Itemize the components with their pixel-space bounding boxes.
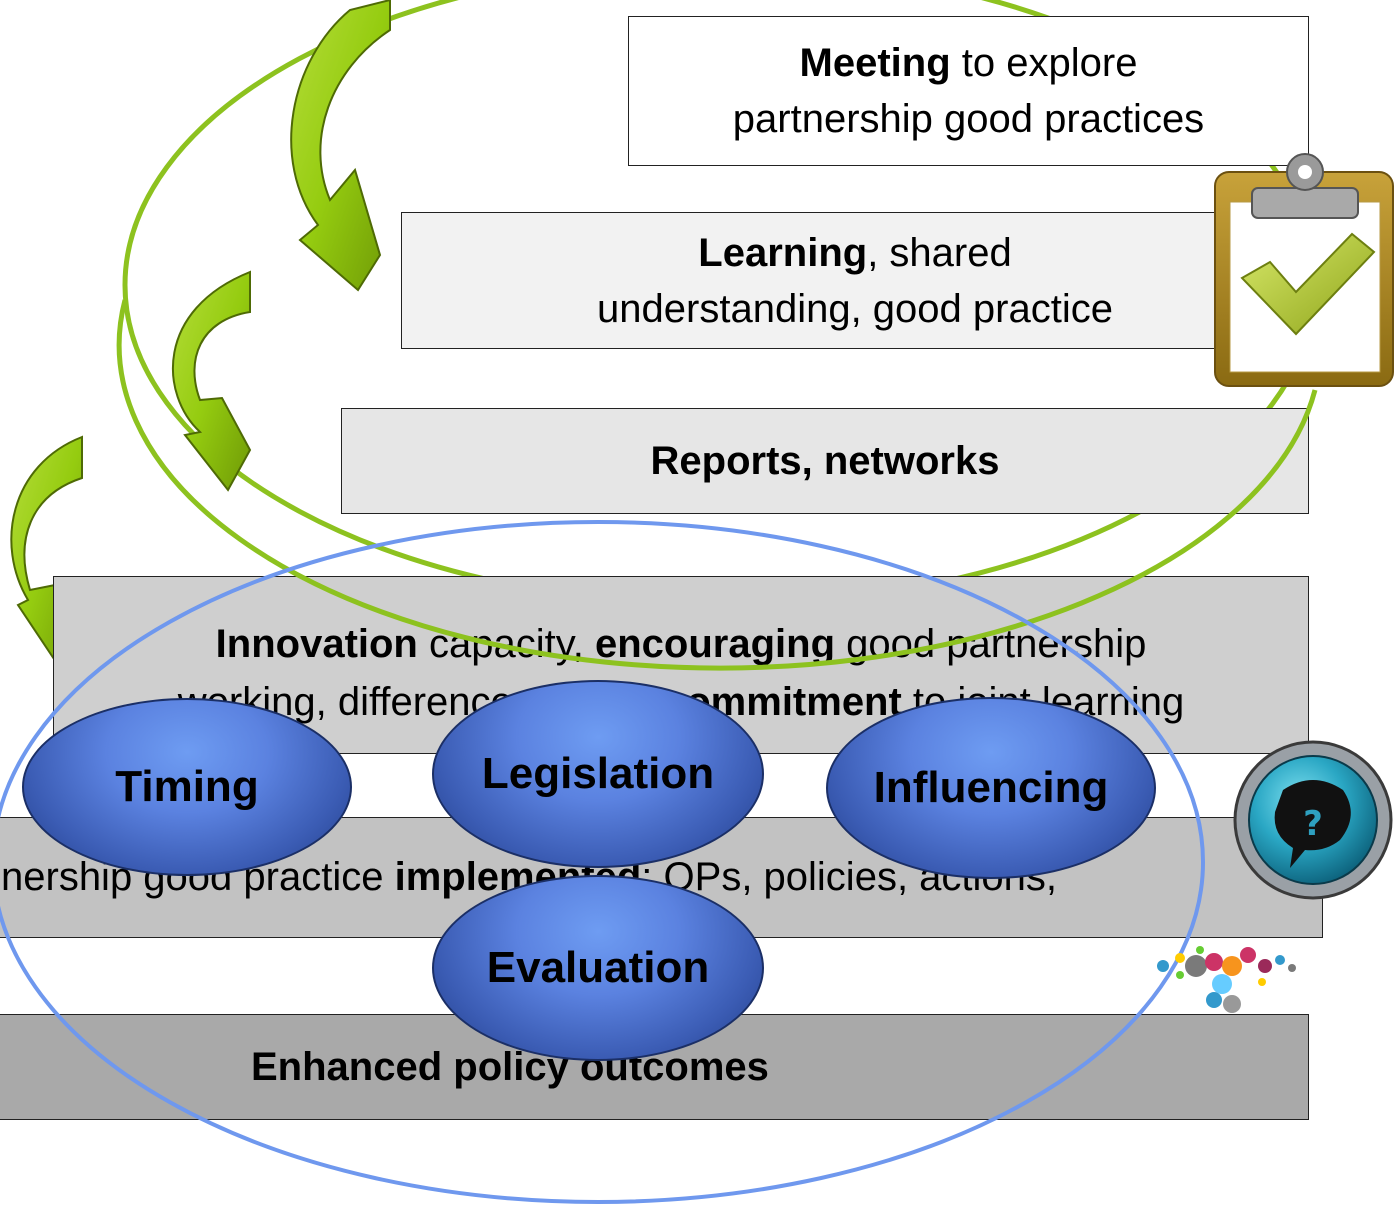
innovation-text-2: good partnership: [835, 622, 1147, 666]
learning-text: , shared: [867, 230, 1012, 275]
legislation-label: Legislation: [481, 749, 715, 798]
legislation-oval: Legislation: [432, 680, 764, 868]
learning-bold: Learning: [698, 230, 868, 275]
innovation-text: capacity,: [417, 622, 595, 666]
curved-arrow-icon: [172, 270, 252, 492]
reports-box: Reports, networks: [341, 408, 1309, 514]
innovation-bold: Innovation: [215, 622, 418, 666]
meeting-line2: partnership good practices: [732, 97, 1205, 141]
influencing-label: Influencing: [873, 763, 1109, 812]
encouraging-bold: encouraging: [594, 622, 836, 666]
evaluation-oval: Evaluation: [432, 875, 764, 1061]
reports-label: Reports, networks: [650, 438, 1000, 483]
evaluation-label: Evaluation: [486, 943, 710, 992]
timing-oval: Timing: [22, 698, 352, 876]
learning-box: Learning, shared understanding, good pra…: [401, 212, 1309, 349]
meeting-bold: Meeting: [799, 41, 951, 85]
timing-label: Timing: [115, 762, 259, 811]
curved-arrow-icon: [290, 0, 391, 292]
meeting-text: to explore: [950, 41, 1138, 85]
learning-line2: understanding, good practice: [597, 286, 1113, 331]
meeting-box: Meeting to explore partnership good prac…: [628, 16, 1309, 166]
influencing-oval: Influencing: [826, 697, 1156, 879]
outcomes-label: Enhanced policy outcomes: [251, 1044, 769, 1089]
